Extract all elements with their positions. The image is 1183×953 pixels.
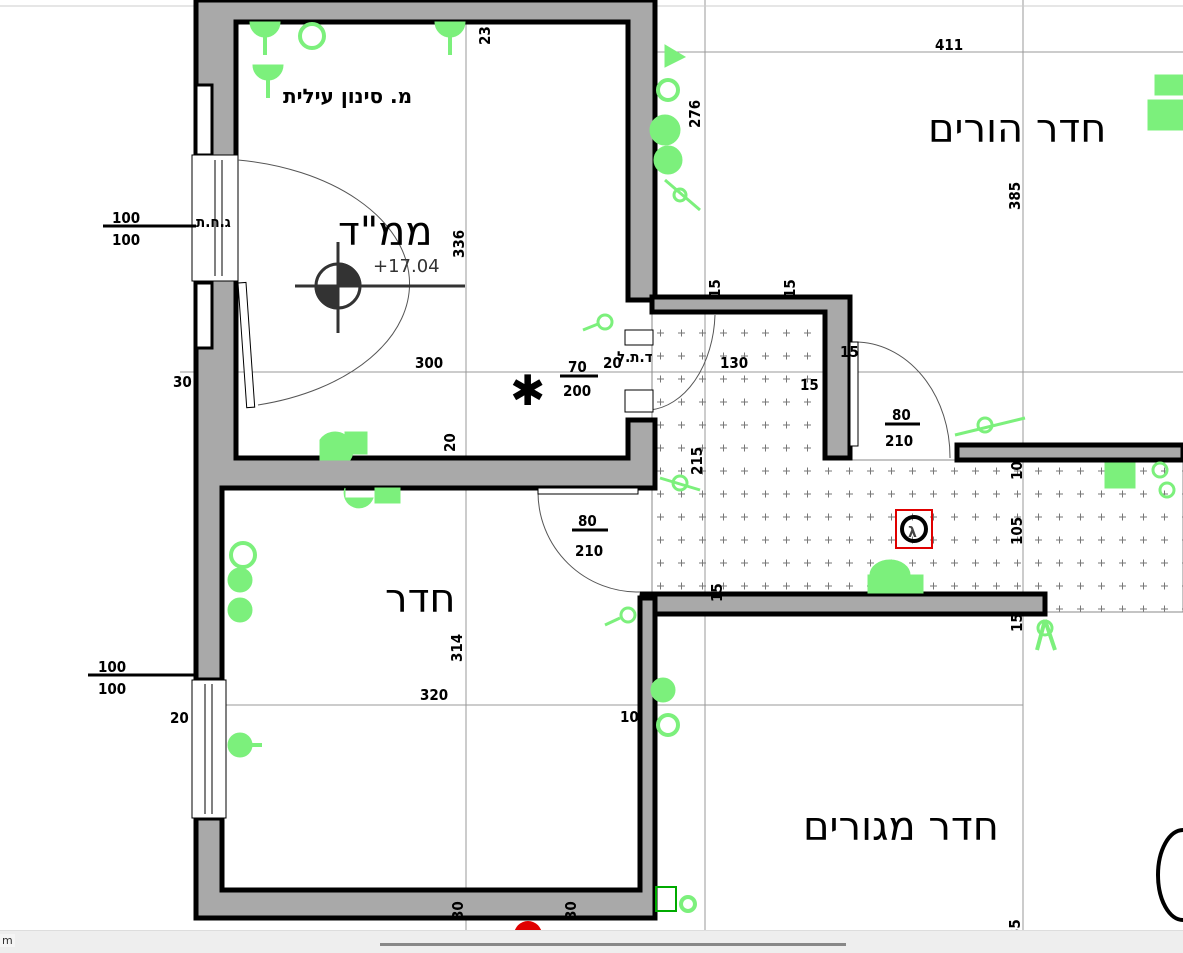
svg-text:300: 300 bbox=[415, 354, 443, 372]
dimension-labels: 411 23 276 385 336 300 30 20 20 ד.ת.ל 13… bbox=[98, 26, 1026, 930]
svg-text:100: 100 bbox=[112, 209, 140, 227]
svg-text:10: 10 bbox=[620, 708, 639, 726]
svg-text:100: 100 bbox=[98, 658, 126, 676]
svg-text:23: 23 bbox=[476, 26, 494, 45]
door-room bbox=[537, 487, 641, 593]
svg-text:20: 20 bbox=[170, 709, 189, 727]
filter-label: מ. סינון עילית bbox=[283, 84, 412, 108]
level-label: +17.04 bbox=[373, 256, 440, 277]
level-marker-icon bbox=[295, 242, 465, 333]
svg-text:336: 336 bbox=[450, 230, 468, 258]
room-label-mamad: ממ"ד bbox=[338, 209, 433, 255]
corridor-bottom-wall bbox=[639, 591, 1048, 617]
floor-plan-canvas[interactable]: ✱ λ ממ"ד +17.04 חדר חדר הורים bbox=[0, 0, 1183, 930]
door-mamad-corridor bbox=[624, 314, 716, 413]
svg-text:80: 80 bbox=[578, 512, 597, 530]
svg-text:30: 30 bbox=[449, 901, 467, 920]
svg-text:30: 30 bbox=[562, 901, 580, 920]
svg-text:20: 20 bbox=[441, 433, 459, 452]
door-mamad bbox=[237, 159, 410, 409]
svg-text:20: 20 bbox=[603, 354, 622, 372]
svg-text:15: 15 bbox=[1008, 613, 1026, 632]
svg-text:15: 15 bbox=[706, 279, 724, 298]
person-icon: λ bbox=[908, 525, 917, 541]
svg-text:215: 215 bbox=[688, 447, 706, 475]
arc-edge bbox=[1156, 828, 1183, 922]
room-label-room: חדר bbox=[385, 576, 456, 622]
horizontal-scrollbar[interactable]: m bbox=[0, 930, 1183, 953]
svg-text:130: 130 bbox=[720, 354, 748, 372]
corridor-right-wall bbox=[954, 442, 1183, 463]
red-marker-icon bbox=[514, 921, 542, 930]
scrollbar-thumb[interactable] bbox=[380, 943, 846, 946]
svg-text:15: 15 bbox=[708, 583, 726, 602]
svg-text:15: 15 bbox=[800, 376, 819, 394]
svg-text:320: 320 bbox=[420, 686, 448, 704]
electrical-symbols bbox=[227, 21, 1183, 913]
svg-text:10: 10 bbox=[1008, 461, 1026, 480]
svg-text:276: 276 bbox=[686, 100, 704, 128]
svg-text:15: 15 bbox=[840, 343, 859, 361]
room-label-parents: חדר הורים bbox=[928, 106, 1106, 152]
window-mamad bbox=[191, 154, 239, 282]
svg-text:70: 70 bbox=[568, 358, 587, 376]
svg-text:411: 411 bbox=[935, 36, 963, 54]
svg-text:15: 15 bbox=[781, 279, 799, 298]
svg-text:105: 105 bbox=[1008, 517, 1026, 545]
svg-text:30: 30 bbox=[173, 373, 192, 391]
svg-text:80: 80 bbox=[892, 406, 911, 424]
svg-text:100: 100 bbox=[98, 680, 126, 698]
svg-text:100: 100 bbox=[112, 231, 140, 249]
svg-text:ג.ח.ת: ג.ח.ת bbox=[196, 213, 231, 231]
door-corridor bbox=[849, 341, 951, 459]
svg-text:210: 210 bbox=[885, 432, 913, 450]
room-label-living: חדר מגורים bbox=[803, 804, 999, 850]
selected-symbol[interactable]: λ bbox=[895, 509, 933, 549]
corridor-top-wall bbox=[649, 294, 853, 461]
svg-text:210: 210 bbox=[575, 542, 603, 560]
svg-text:35: 35 bbox=[1006, 919, 1024, 930]
svg-text:385: 385 bbox=[1006, 182, 1024, 210]
status-text: m bbox=[0, 934, 15, 947]
svg-text:ד.ת.ל: ד.ת.ל bbox=[617, 348, 653, 366]
exit-sign-icon bbox=[655, 886, 677, 912]
asterisk-icon: ✱ bbox=[510, 366, 545, 415]
room-walls bbox=[193, 595, 658, 921]
svg-text:200: 200 bbox=[563, 382, 591, 400]
window-room bbox=[191, 679, 227, 819]
svg-text:314: 314 bbox=[448, 634, 466, 662]
